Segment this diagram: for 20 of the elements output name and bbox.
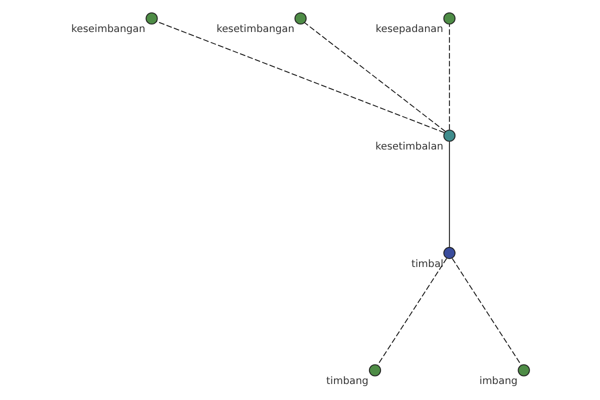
node-circle bbox=[443, 12, 456, 25]
node-label: imbang bbox=[479, 376, 518, 388]
node-label: timbal bbox=[411, 258, 444, 270]
connector bbox=[304, 22, 446, 132]
node-label: kesetimbangan bbox=[216, 24, 294, 36]
node-circle bbox=[443, 246, 456, 260]
connector bbox=[448, 141, 450, 248]
node-circle bbox=[294, 12, 307, 25]
node-label: kesetimbalan bbox=[375, 141, 444, 152]
connector bbox=[156, 21, 445, 134]
node-circle bbox=[368, 364, 382, 376]
node-label: timbang bbox=[326, 376, 368, 388]
node-circle bbox=[443, 130, 456, 142]
node-circle bbox=[518, 364, 530, 376]
connector bbox=[448, 24, 450, 130]
connector bbox=[452, 258, 522, 366]
node-label: keseimbangan bbox=[71, 24, 146, 36]
node-circle bbox=[146, 12, 158, 25]
connector bbox=[377, 258, 448, 366]
node-label: kesepadanan bbox=[376, 24, 444, 36]
